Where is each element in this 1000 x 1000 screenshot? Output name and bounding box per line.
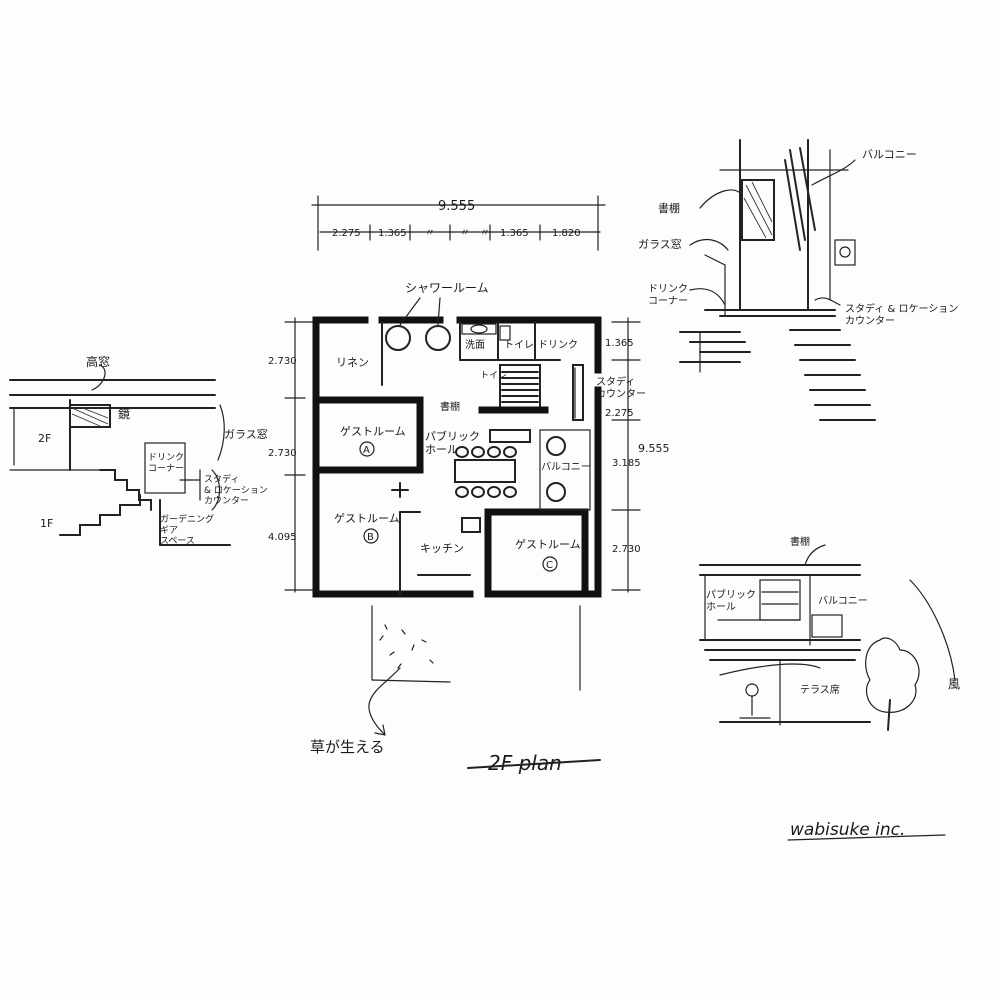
plan-fixtures	[385, 323, 566, 533]
left-label-glass-window: ガラス窓	[224, 427, 268, 441]
dim-right-3: 3.185	[612, 458, 641, 469]
right-dimension-lines	[611, 317, 641, 593]
label-guest-c-mark: C	[546, 560, 553, 571]
left-label-mirror: 鏡	[118, 406, 130, 421]
section-label-bookshelf: 書棚	[790, 535, 810, 548]
dim-right-1: 1.365	[605, 338, 634, 349]
dim-sub-ditto-2: 〃	[460, 228, 470, 239]
section-label-balcony: バルコニー	[818, 595, 868, 607]
signature: wabisuke inc.	[790, 820, 905, 840]
label-bookshelf: 書棚	[440, 400, 460, 413]
dim-right-2: 2.275	[605, 408, 634, 419]
persp-label-balcony: バルコニー	[862, 148, 917, 161]
label-washroom: 洗面	[465, 339, 485, 351]
dim-right-4: 2.730	[612, 544, 641, 555]
label-guest-c: ゲストルーム	[515, 538, 581, 551]
dim-left-3: 4.095	[268, 532, 297, 543]
label-toilet-small: トイレ	[480, 371, 507, 381]
top-dimension-lines	[311, 195, 606, 251]
dim-total-top: 9.555	[438, 199, 475, 214]
left-label-floor-1: 1F	[40, 517, 53, 530]
label-linen: リネン	[336, 356, 369, 369]
left-label-high-window: 高窓	[86, 354, 110, 369]
left-label-drink-corner: ドリンクコーナー	[148, 452, 184, 474]
left-section-sketch	[9, 364, 231, 546]
right-section-sketch	[699, 544, 956, 731]
dim-sub-1: 2.275	[332, 228, 361, 239]
label-guest-a: ゲストルーム	[340, 425, 406, 438]
persp-label-study-counter: スタディ & ロケーションカウンター	[845, 302, 958, 327]
label-guest-b: ゲストルーム	[334, 512, 400, 525]
persp-label-bookshelf: 書棚	[658, 201, 680, 215]
persp-label-glass-window: ガラス窓	[638, 237, 682, 251]
section-label-terrace-seat: テラス席	[800, 683, 840, 696]
floor-plan-walls	[312, 316, 602, 598]
right-perspective-sketch	[679, 139, 876, 421]
label-public-hall: パブリックホール	[425, 429, 480, 456]
dim-sub-2: 1.365	[378, 228, 407, 239]
label-balcony: バルコニー	[541, 461, 591, 473]
label-kitchen: キッチン	[420, 542, 464, 555]
label-guest-a-mark: A	[363, 445, 370, 456]
label-toilet: トイレ	[504, 340, 534, 351]
section-label-wind: 風	[948, 677, 960, 691]
dim-sub-ditto-3: 〃	[480, 228, 490, 239]
label-guest-b-mark: B	[367, 532, 374, 543]
persp-label-drink-corner: ドリンクコーナー	[648, 283, 688, 307]
label-study-counter: スタディカウンター	[596, 375, 646, 400]
label-drink: ドリンク	[538, 339, 578, 351]
left-dimension-lines	[284, 317, 316, 593]
left-label-study-counter: スタディ& ロケーションカウンター	[204, 473, 268, 507]
label-shower: シャワールーム	[405, 281, 489, 295]
section-label-public-hall: パブリックホール	[706, 588, 756, 613]
garden-area	[368, 605, 581, 736]
dim-left-1: 2.730	[268, 356, 297, 367]
dim-sub-4: 1.820	[552, 228, 581, 239]
dim-left-2: 2.730	[268, 448, 297, 459]
label-grass: 草が生える	[310, 738, 385, 756]
dim-sub-ditto-1: 〃	[425, 228, 435, 239]
left-label-gardening-space: ガーデニングギアスペース	[160, 513, 214, 547]
dim-right-total: 9.555	[638, 442, 670, 455]
left-label-floor-2: 2F	[38, 432, 51, 445]
dim-sub-3: 1.365	[500, 228, 529, 239]
